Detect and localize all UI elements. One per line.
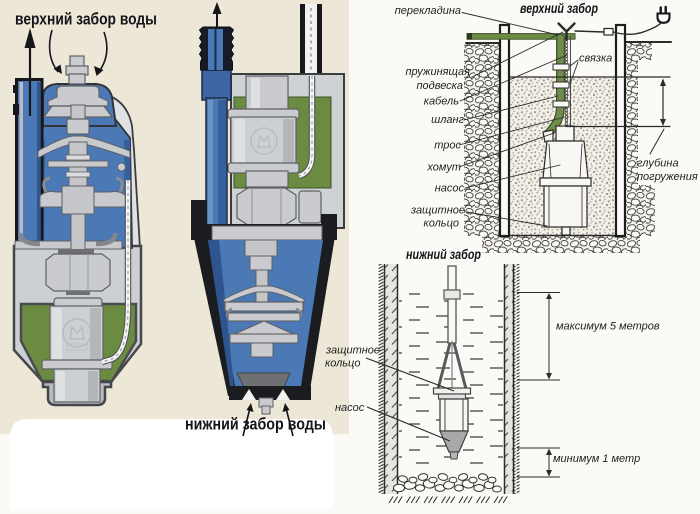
- svg-text:насос: насос: [335, 402, 365, 414]
- svg-text:пружинящая: пружинящая: [405, 66, 470, 78]
- svg-text:нижний забор: нижний забор: [406, 247, 481, 262]
- svg-text:кольцо: кольцо: [325, 358, 360, 370]
- svg-text:верхний забор воды: верхний забор воды: [15, 11, 157, 29]
- svg-text:нижний забор воды: нижний забор воды: [185, 415, 326, 434]
- svg-text:верхний забор: верхний забор: [520, 1, 598, 16]
- svg-text:кабель: кабель: [424, 96, 459, 108]
- svg-text:защитное: защитное: [325, 345, 380, 357]
- svg-text:связка: связка: [579, 53, 612, 65]
- svg-text:защитное: защитное: [410, 205, 465, 217]
- svg-text:погружения: погружения: [637, 171, 698, 183]
- svg-text:трос: трос: [434, 140, 461, 152]
- svg-text:шланг: шланг: [431, 114, 465, 126]
- svg-text:хомут: хомут: [426, 162, 461, 174]
- svg-text:минимум 1 метр: минимум 1 метр: [553, 453, 640, 465]
- svg-text:перекладина: перекладина: [395, 5, 461, 17]
- svg-text:насос: насос: [435, 183, 465, 195]
- svg-text:подвеска: подвеска: [416, 80, 463, 92]
- svg-text:кольцо: кольцо: [424, 218, 459, 230]
- svg-text:максимум 5 метров: максимум 5 метров: [556, 321, 660, 333]
- svg-text:глубина: глубина: [637, 158, 679, 170]
